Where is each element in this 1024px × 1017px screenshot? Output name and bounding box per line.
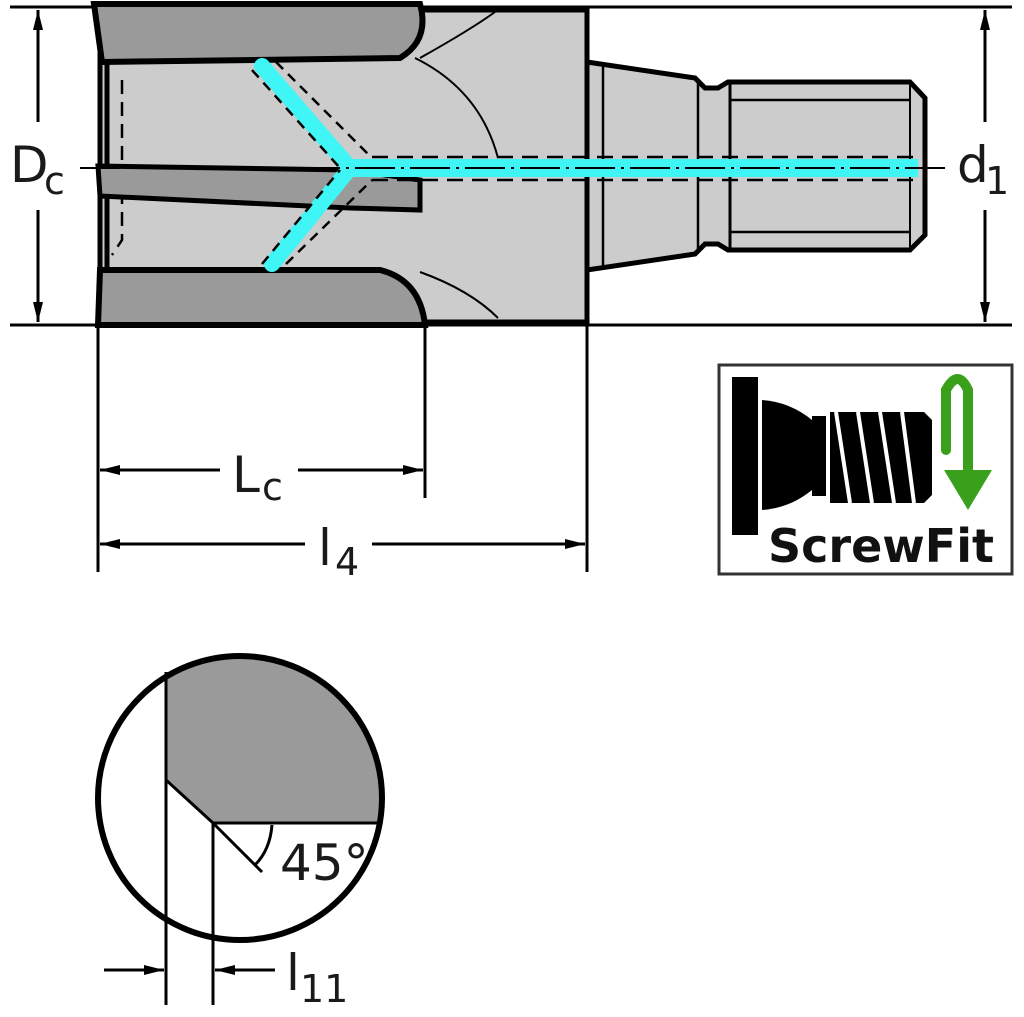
top-insert (90, 0, 426, 66)
angle-label: 45° (280, 834, 369, 892)
l4-label: l (318, 519, 332, 577)
chamfer-detail-view: 45° (95, 653, 385, 1005)
bottom-insert (94, 267, 429, 328)
dc-subscript: c (44, 159, 65, 203)
d1-subscript: 1 (985, 159, 1009, 203)
l11-subscript: 11 (300, 967, 348, 1011)
l11-label: l (286, 944, 300, 1002)
coolant-channels (80, 58, 945, 272)
lc-label: L (232, 446, 260, 504)
dimension-dc: D c (10, 10, 65, 322)
screwfit-logo: ScrewFit (717, 363, 1014, 576)
dimension-d1: d 1 (957, 10, 1009, 322)
rotate-arrow-icon (941, 374, 992, 510)
dc-label: D (10, 136, 49, 194)
lc-subscript: c (262, 465, 283, 509)
d1-label: d (957, 136, 989, 194)
dimension-l4: l 4 (100, 519, 585, 584)
dimension-lc: L c (100, 446, 423, 509)
l4-subscript: 4 (335, 540, 359, 584)
screw-thread-icon (732, 377, 932, 535)
dimension-l11: l 11 (104, 944, 348, 1011)
screwfit-text: ScrewFit (768, 519, 994, 573)
